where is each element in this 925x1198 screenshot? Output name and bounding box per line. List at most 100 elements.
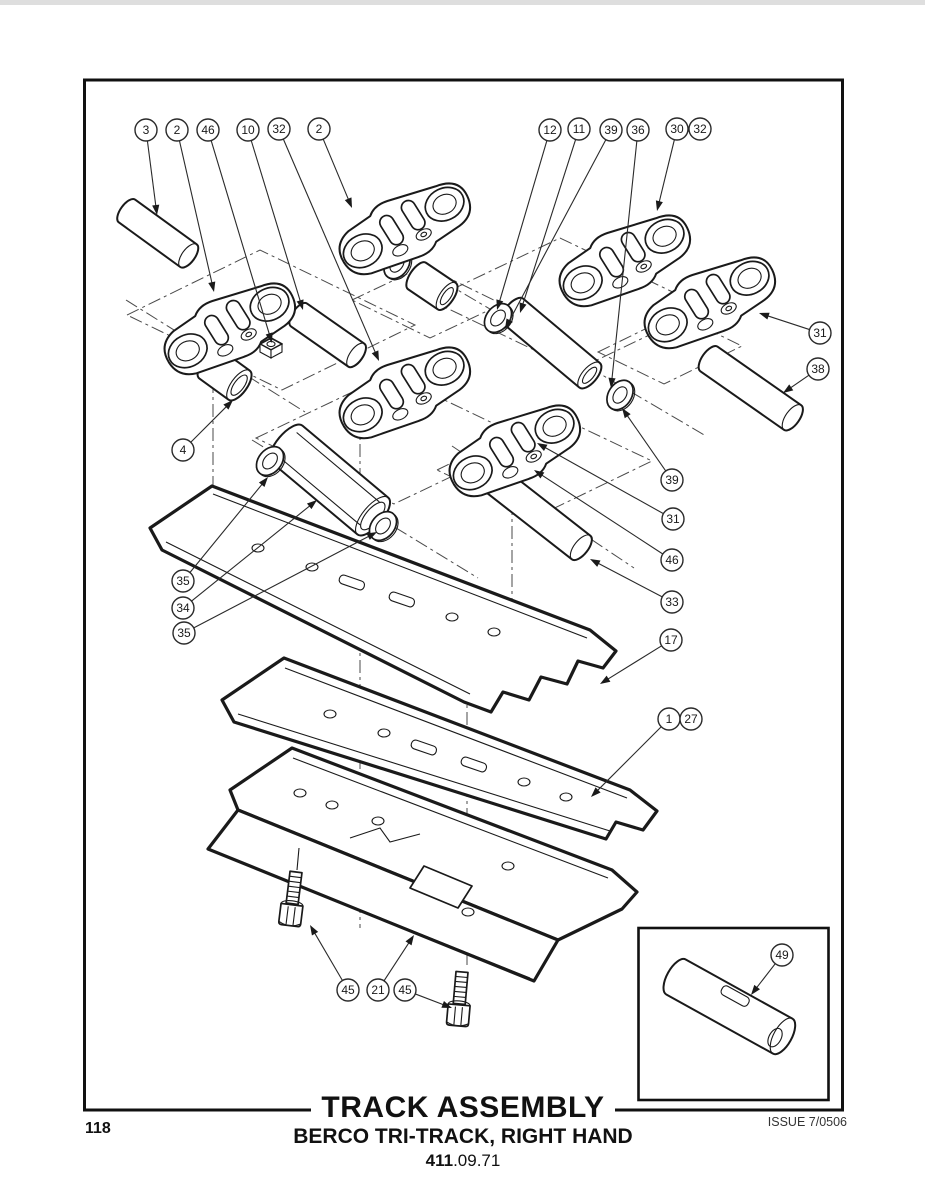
callout-2: 2	[165, 118, 216, 292]
track-shoe-middle	[220, 656, 659, 841]
leader-line	[658, 139, 675, 205]
leader-arrowhead	[310, 925, 319, 936]
leader-line	[754, 963, 776, 990]
leader-arrowhead	[505, 318, 513, 329]
leader-line	[322, 138, 350, 202]
callout-32: 32	[267, 117, 379, 361]
callout-1: 1	[591, 707, 681, 797]
leader-line	[788, 374, 810, 390]
leader-line	[415, 993, 446, 1007]
leader-arrowhead	[600, 675, 611, 684]
callout-balloon	[665, 117, 689, 141]
title-block: TRACK ASSEMBLY BERCO TRI-TRACK, RIGHT HA…	[83, 1092, 843, 1169]
leader-arrowhead	[519, 302, 527, 313]
callout-balloon	[567, 117, 591, 141]
track-shoe-bottom	[206, 746, 639, 983]
callout-21: 21	[366, 935, 414, 1002]
callout-number: 45	[341, 983, 355, 997]
callout-31: 31	[537, 443, 685, 531]
callout-number: 33	[665, 595, 679, 609]
callout-number: 35	[177, 626, 191, 640]
callout-27: 27	[679, 707, 703, 731]
callout-38: 38	[783, 357, 830, 393]
callout-35: 35	[172, 532, 377, 645]
callout-balloon	[661, 507, 685, 531]
shoe-bolt	[445, 970, 474, 1028]
callout-34: 34	[171, 500, 317, 620]
callout-number: 27	[684, 712, 698, 726]
callout-36: 36	[608, 118, 650, 388]
callout-number: 32	[272, 122, 286, 136]
callout-balloon	[267, 117, 291, 141]
callout-balloon	[236, 118, 260, 142]
leader-arrowhead	[534, 470, 545, 479]
callout-32: 32	[688, 117, 712, 141]
callout-10: 10	[236, 118, 304, 310]
callout-balloon	[659, 628, 683, 652]
callout-balloon	[679, 707, 703, 731]
callout-number: 31	[666, 512, 680, 526]
callout-17: 17	[600, 628, 683, 684]
callout-3: 3	[134, 118, 160, 215]
drawing-subtitle: BERCO TRI-TRACK, RIGHT HAND	[293, 1124, 633, 1148]
bushing	[405, 261, 459, 311]
drawing-title: TRACK ASSEMBLY	[311, 1092, 615, 1124]
callout-balloon	[660, 548, 684, 572]
leader-line	[765, 314, 810, 331]
callout-12: 12	[496, 118, 562, 310]
callout-balloon	[538, 118, 562, 142]
callout-45: 45	[310, 925, 360, 1002]
callout-number: 2	[316, 122, 323, 136]
leader-arrowhead	[344, 197, 352, 208]
leader-line	[193, 534, 372, 629]
leader-arrowhead	[496, 299, 504, 310]
part-number-suffix: .09.71	[453, 1150, 501, 1170]
callout-number: 2	[174, 123, 181, 137]
callout-number: 1	[666, 712, 673, 726]
callout-number: 35	[176, 574, 190, 588]
page-number: 118	[85, 1120, 111, 1137]
leader-line	[507, 139, 607, 324]
callout-35: 35	[171, 477, 268, 593]
leader-line	[191, 503, 312, 602]
leader-line	[521, 139, 577, 307]
track-pin	[500, 296, 603, 390]
track-pin	[288, 302, 367, 369]
callout-4: 4	[171, 400, 233, 462]
callout-balloon	[660, 468, 684, 492]
callout-46: 46	[196, 118, 273, 343]
leader-line	[539, 473, 664, 555]
seal-ring	[600, 374, 641, 417]
callout-11: 11	[519, 117, 591, 313]
callout-number: 36	[631, 123, 645, 137]
leader-line	[595, 561, 663, 598]
leader-line	[498, 140, 548, 304]
callout-number: 45	[398, 983, 412, 997]
issue-label: ISSUE 7/0506	[767, 1115, 847, 1129]
track-shoe-top	[148, 484, 618, 714]
leader-arrowhead	[751, 984, 760, 995]
leader-arrowhead	[208, 281, 216, 292]
callout-balloon	[336, 978, 360, 1002]
leader-arrowhead	[759, 312, 770, 320]
callout-number: 3	[143, 123, 150, 137]
callout-number: 46	[665, 553, 679, 567]
callout-balloon	[770, 943, 794, 967]
callout-number: 46	[201, 123, 215, 137]
callout-balloon	[165, 118, 189, 142]
leader-line	[189, 482, 264, 573]
leader-arrowhead	[591, 787, 601, 797]
callout-2: 2	[307, 117, 352, 208]
leader-arrowhead	[608, 377, 616, 388]
leader-line	[146, 140, 157, 209]
callout-39: 39	[505, 118, 623, 329]
callout-number: 32	[693, 122, 707, 136]
callout-number: 21	[371, 983, 385, 997]
leader-line	[250, 140, 302, 304]
callout-balloon	[134, 118, 158, 142]
leader-line	[611, 140, 638, 382]
leader-line	[542, 445, 664, 515]
